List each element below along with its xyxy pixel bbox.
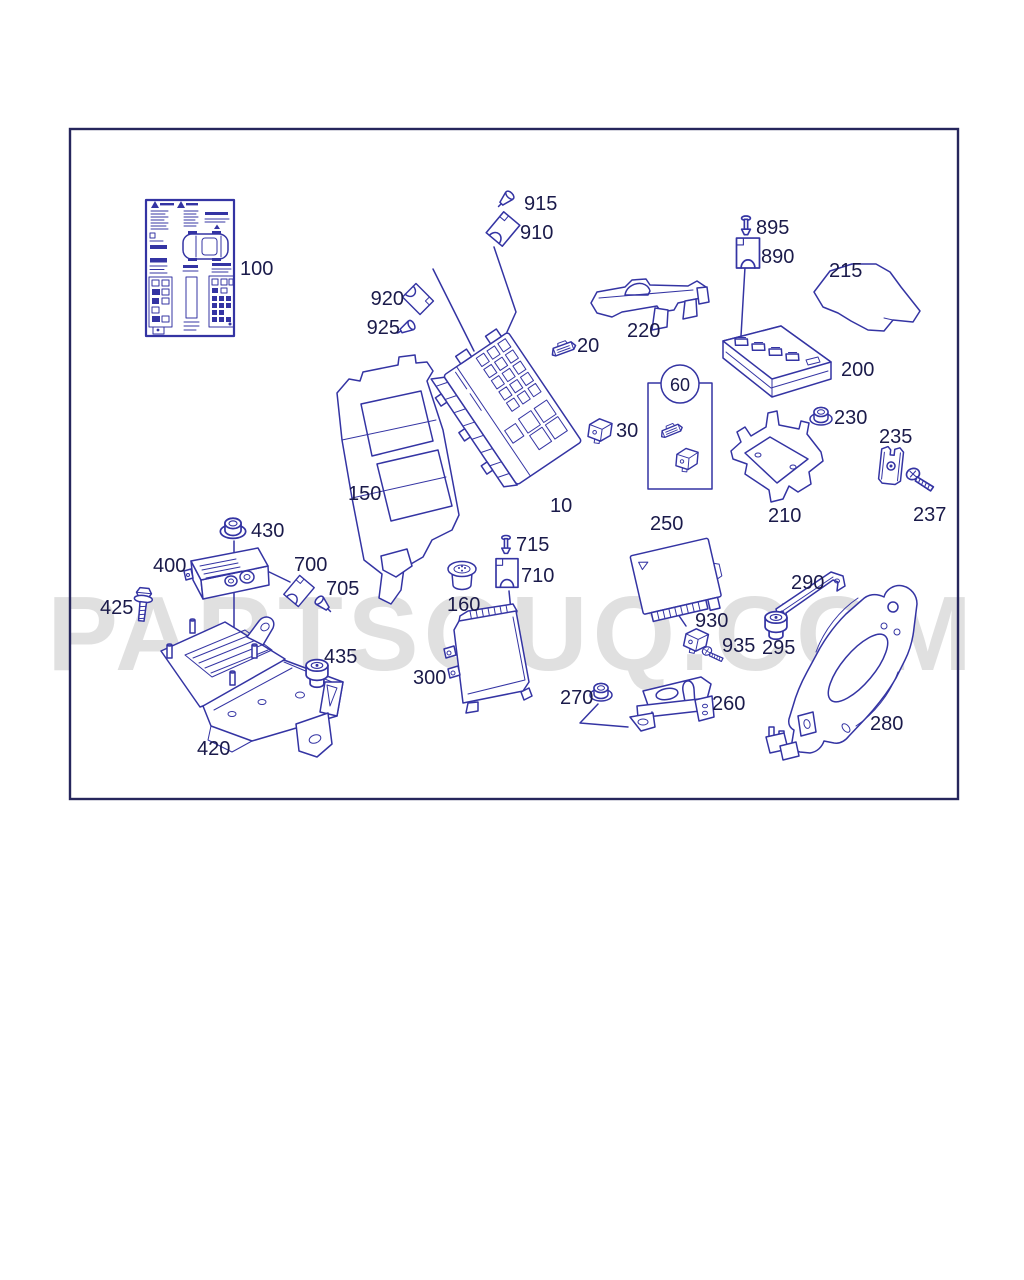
callout-60: 60: [670, 375, 690, 395]
callout-935: 935: [722, 635, 755, 657]
callout-30: 30: [616, 420, 638, 442]
callout-915: 915: [524, 193, 557, 215]
callout-300: 300: [413, 667, 446, 689]
diagram-border: [68, 127, 960, 801]
part-250-control-unit: [629, 537, 723, 623]
part-910-relay-clip: [485, 211, 521, 247]
callout-270: 270: [560, 687, 593, 709]
part-215-cover-sheet: [813, 263, 921, 332]
callout-200: 200: [841, 359, 874, 381]
callout-420: 420: [197, 738, 230, 760]
callout-710: 710: [521, 565, 554, 587]
callout-20: 20: [577, 335, 599, 357]
callout-895: 895: [756, 217, 789, 239]
part-890-relay-clip: [735, 237, 761, 269]
callout-215: 215: [829, 260, 862, 282]
callout-700: 700: [294, 554, 327, 576]
callout-890: 890: [761, 246, 794, 268]
part-230-flange-nut: [809, 406, 833, 426]
callout-220: 220: [627, 320, 660, 342]
callout-920: 920: [371, 288, 404, 310]
callout-295: 295: [762, 637, 795, 659]
part-425-hex-bolt: [131, 586, 155, 623]
part-30-relay: [586, 416, 614, 446]
part-220-bracket-plate: [590, 278, 710, 331]
part-235-clip-nut: [877, 445, 905, 486]
callout-235: 235: [879, 426, 912, 448]
part-200-control-unit: [722, 325, 832, 398]
part-150-mounting-frame: [336, 354, 460, 605]
callout-237: 237: [913, 504, 946, 526]
part-715-pin: [501, 534, 511, 555]
part-60-fuse-relay-group: 60: [647, 364, 713, 490]
part-920-relay-clip: [401, 282, 435, 316]
callout-930: 930: [695, 610, 728, 632]
part-210-bracket-tray: [730, 410, 824, 503]
part-915-screw-rivet: [494, 188, 517, 211]
part-20-blade-fuse: [548, 337, 578, 358]
callout-100: 100: [240, 258, 273, 280]
part-895-pin: [740, 215, 752, 236]
callout-705: 705: [326, 578, 359, 600]
callout-400: 400: [153, 555, 186, 577]
callout-430: 430: [251, 520, 284, 542]
callout-210: 210: [768, 505, 801, 527]
part-700-contact-clip: [283, 574, 315, 608]
part-420-mounting-plate-assembly: [160, 616, 344, 758]
callout-280: 280: [870, 713, 903, 735]
part-935-screw: [700, 644, 724, 663]
callout-290: 290: [791, 572, 824, 594]
callout-425: 425: [100, 597, 133, 619]
callout-435: 435: [324, 646, 357, 668]
callout-150: 150: [348, 483, 381, 505]
part-237-countersunk-screw: [901, 464, 937, 493]
callout-715: 715: [516, 534, 549, 556]
part-300-control-unit: [443, 603, 533, 714]
callout-160: 160: [447, 594, 480, 616]
part-260-bracket: [629, 676, 715, 732]
callout-910: 910: [520, 222, 553, 244]
part-160-grommet: [447, 560, 477, 591]
part-280-mounting-plate: [765, 584, 918, 761]
part-710-holder-clip: [495, 557, 519, 589]
part-100-fuse-allocation-card: [144, 198, 236, 338]
part-10-fuse-box: [430, 328, 582, 488]
callout-10: 10: [550, 495, 572, 517]
callout-925: 925: [367, 317, 400, 339]
part-430-flange-nut: [219, 517, 247, 540]
callout-labels: 100 915 910 920 925 150 10 20 30 220 250…: [100, 193, 946, 760]
part-400-control-unit: [183, 547, 270, 600]
callout-260: 260: [712, 693, 745, 715]
callout-230: 230: [834, 407, 867, 429]
callout-250: 250: [650, 513, 683, 535]
part-295-round-nut: [764, 610, 788, 641]
